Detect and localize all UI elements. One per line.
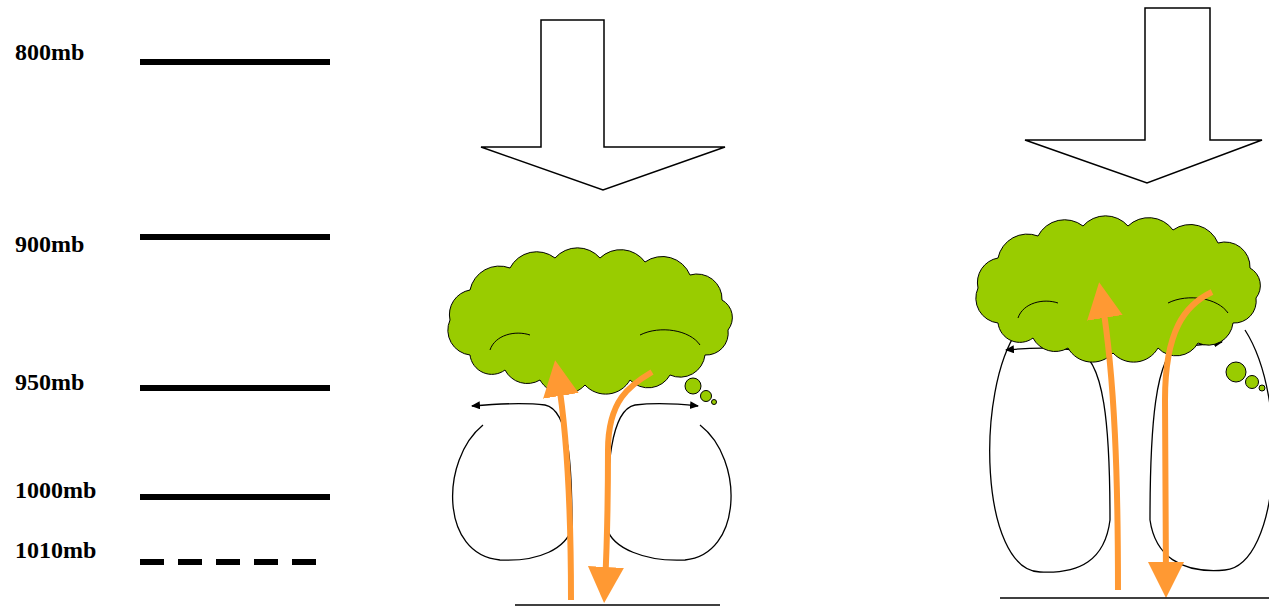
- circulation-loops: [990, 330, 1269, 572]
- pressure-level-label: 900mb: [15, 232, 84, 256]
- flux-arrows: [558, 292, 1212, 600]
- cloud: [448, 248, 733, 405]
- pressure-level-label: 800mb: [15, 40, 84, 64]
- pressure-lines: [140, 62, 330, 562]
- cloud: [976, 216, 1261, 362]
- circulation-loops: [453, 403, 731, 560]
- ground-line: [515, 598, 1269, 605]
- pressure-level-label: 1010mb: [15, 538, 96, 562]
- subsidence-arrow: [481, 20, 725, 190]
- pressure-level-label: 950mb: [15, 370, 84, 394]
- pressure-level-label: 1000mb: [15, 478, 96, 502]
- cloud-puffs: [1226, 362, 1265, 391]
- subsidence-arrow: [1025, 8, 1262, 183]
